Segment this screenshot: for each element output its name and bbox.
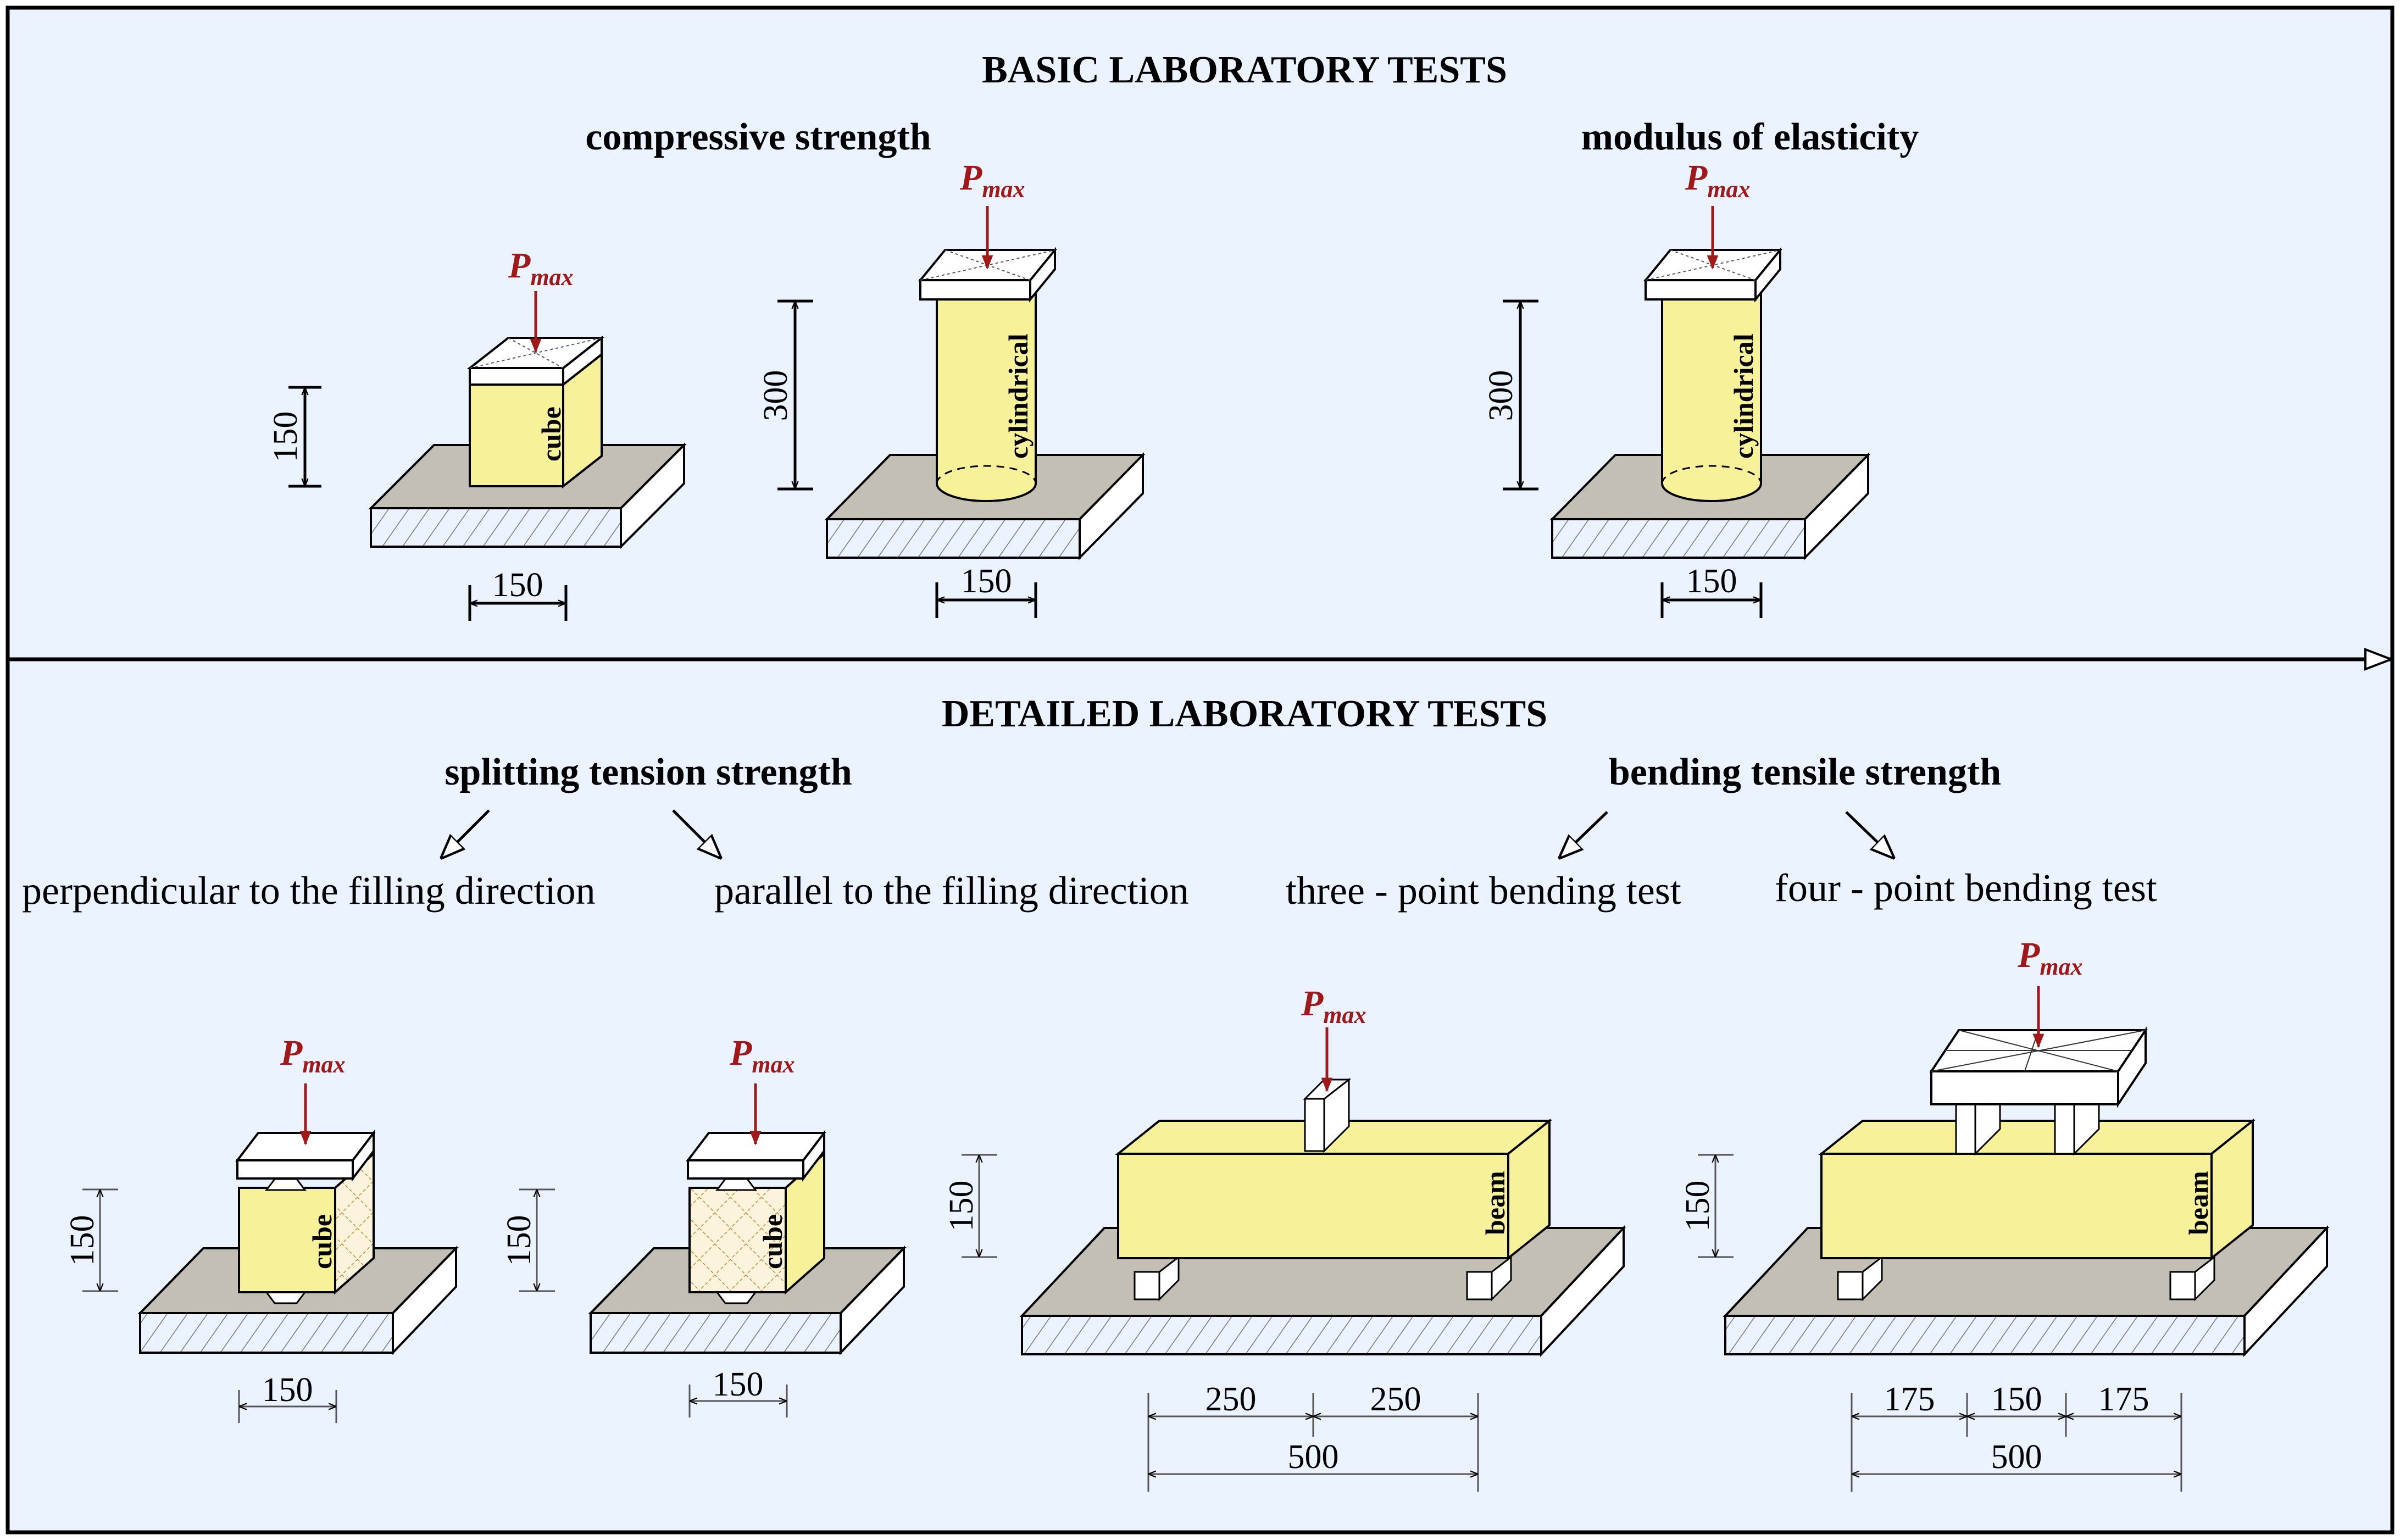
- dimension-150-horizontal: [935, 582, 1037, 618]
- load-pmax: Pmax: [280, 1033, 346, 1146]
- dimension-label: 500: [1288, 1438, 1339, 1476]
- cylinder-specimen: [936, 293, 1037, 502]
- cube-specimen: [469, 352, 603, 489]
- base-foundation: [370, 507, 622, 548]
- dimension-175-150-175: [1851, 1393, 2182, 1492]
- loading-plate: [685, 1130, 827, 1182]
- base-foundation: [590, 1312, 842, 1354]
- dimension-label: 150: [1686, 563, 1737, 600]
- base-foundation: [139, 1312, 394, 1354]
- dimension-label: 300: [1482, 370, 1520, 421]
- dimension-label: 175: [1884, 1381, 1935, 1418]
- cube-compression-setup: cube: [368, 335, 687, 549]
- split-cube-perpendicular-setup: cube: [137, 1130, 459, 1355]
- load-label: Pmax: [280, 1033, 346, 1078]
- dimension-label: 150: [1679, 1181, 1716, 1232]
- load-label: Pmax: [959, 158, 1025, 203]
- dimension-150-vertical: [1698, 1154, 1734, 1258]
- cube-specimen: [238, 1151, 375, 1295]
- dimension-label: 150: [501, 1215, 538, 1266]
- dimension-label: 150: [1991, 1381, 2042, 1418]
- pointer-arrow-icon: [1845, 811, 1893, 857]
- dimension-150-vertical: [288, 386, 321, 488]
- dimension-150-horizontal: [238, 1390, 337, 1423]
- roller-support: [1466, 1255, 1512, 1302]
- dimension-label: 300: [757, 370, 795, 421]
- variant-three-point: three - point bending test: [1286, 869, 1681, 913]
- base-foundation: [1021, 1315, 1542, 1355]
- dimension-250-250: [1147, 1393, 1479, 1492]
- base-foundation: [826, 518, 1081, 559]
- compressive-strength-heading: compressive strength: [585, 116, 931, 158]
- load-pmax: Pmax: [1301, 983, 1366, 1092]
- four-point-bending-setup: beam: [1723, 1026, 2330, 1358]
- dimension-150-horizontal: [468, 585, 568, 621]
- cylinder-compression-setup: cylindrical: [824, 247, 1146, 560]
- beam-label: beam: [1480, 1171, 1510, 1235]
- cube-label: cube: [757, 1214, 788, 1269]
- modulus-of-elasticity-heading: modulus of elasticity: [1581, 116, 1919, 158]
- beam-label: beam: [2183, 1171, 2214, 1235]
- loading-frame: [1929, 1026, 2148, 1156]
- dimension-label: 150: [64, 1215, 101, 1266]
- bending-tensile-strength-heading: bending tensile strength: [1609, 751, 2001, 793]
- cube-label: cube: [307, 1214, 337, 1269]
- splitting-tension-strength-heading: splitting tension strength: [445, 751, 852, 793]
- load-pmax: Pmax: [1685, 158, 1751, 270]
- load-label: Pmax: [508, 246, 574, 291]
- load-pmax: Pmax: [959, 158, 1025, 270]
- dimension-150-horizontal: [1660, 582, 1763, 618]
- dimension-300-vertical: [777, 299, 813, 491]
- loading-plate: [235, 1130, 376, 1182]
- dimension-label: 150: [943, 1181, 980, 1232]
- dimension-label: 250: [1205, 1381, 1257, 1418]
- basic-tests-panel: [5, 5, 2395, 661]
- dimension-label: 250: [1370, 1381, 1421, 1418]
- pointer-arrow-icon: [672, 809, 720, 857]
- split-cube-parallel-setup: cube: [588, 1130, 907, 1355]
- cylinder-specimen: [1661, 293, 1762, 502]
- dimension-150-horizontal: [688, 1385, 788, 1417]
- variant-parallel: parallel to the filling direction: [714, 869, 1189, 913]
- roller-support: [1134, 1255, 1180, 1302]
- dimension-label: 150: [492, 566, 543, 604]
- load-label: Pmax: [2017, 935, 2083, 980]
- beam-specimen: [1818, 1118, 2256, 1261]
- load-label: Pmax: [1301, 983, 1366, 1028]
- cylindrical-label: cylindrical: [1728, 333, 1759, 459]
- load-label: Pmax: [729, 1033, 795, 1078]
- beam-specimen: [1115, 1118, 1553, 1261]
- cube-label: cube: [536, 407, 566, 462]
- roller-support: [2169, 1255, 2215, 1302]
- dimension-label: 150: [713, 1366, 764, 1403]
- roller-support: [1837, 1255, 1883, 1302]
- dimension-label: 500: [1991, 1438, 2042, 1476]
- load-pmax: Pmax: [729, 1033, 795, 1146]
- load-label: Pmax: [1685, 158, 1751, 203]
- basic-tests-title: BASIC LABORATORY TESTS: [982, 49, 1507, 91]
- base-foundation: [1724, 1315, 2246, 1355]
- pointer-arrow-icon: [1560, 811, 1608, 857]
- dimension-label: 150: [262, 1371, 313, 1409]
- three-point-bending-setup: beam: [1019, 1077, 1626, 1358]
- base-foundation: [1551, 518, 1806, 559]
- cylindrical-label: cylindrical: [1003, 333, 1034, 459]
- dimension-300-vertical: [1503, 299, 1538, 491]
- load-pmax: Pmax: [508, 246, 574, 353]
- dimension-label: 150: [267, 412, 304, 463]
- panel-divider-arrow-icon: [2364, 648, 2395, 671]
- dimension-150-vertical: [962, 1154, 997, 1258]
- pointer-arrow-icon: [442, 809, 490, 857]
- dimension-label: 150: [961, 563, 1012, 600]
- variant-perpendicular: perpendicular to the filling direction: [22, 869, 596, 913]
- variant-four-point: four - point bending test: [1775, 866, 2157, 910]
- dimension-label: 175: [2098, 1381, 2149, 1418]
- detailed-tests-title: DETAILED LABORATORY TESTS: [942, 693, 1547, 735]
- load-pmax: Pmax: [2017, 935, 2083, 1048]
- dimension-150-vertical: [519, 1188, 555, 1292]
- dimension-150-vertical: [82, 1188, 118, 1292]
